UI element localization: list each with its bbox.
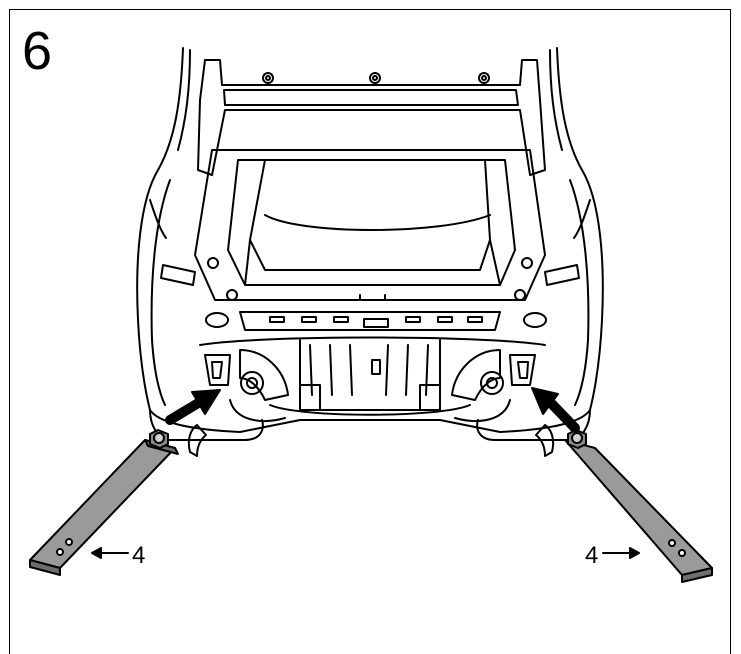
right-anchor-area bbox=[451, 349, 536, 422]
right-insert-arrow bbox=[531, 387, 580, 433]
callout-left-arrow bbox=[91, 547, 129, 559]
side-lamps bbox=[149, 199, 591, 328]
callout-label-right: 4 bbox=[585, 542, 599, 569]
figure-frame bbox=[9, 9, 731, 654]
callout-right-arrow bbox=[602, 547, 640, 559]
tailgate bbox=[197, 59, 546, 176]
right-tow-hook bbox=[535, 424, 555, 457]
left-tow-hook bbox=[187, 424, 207, 457]
left-insert-arrow bbox=[165, 389, 221, 425]
step-number: 6 bbox=[22, 21, 53, 81]
rear-panel bbox=[199, 311, 546, 416]
trunk-opening bbox=[194, 149, 546, 301]
left-anchor-area bbox=[204, 349, 289, 422]
right-strap bbox=[564, 429, 713, 583]
left-strap bbox=[29, 429, 179, 576]
callout-label-left: 4 bbox=[132, 542, 146, 569]
car-body bbox=[136, 47, 604, 441]
